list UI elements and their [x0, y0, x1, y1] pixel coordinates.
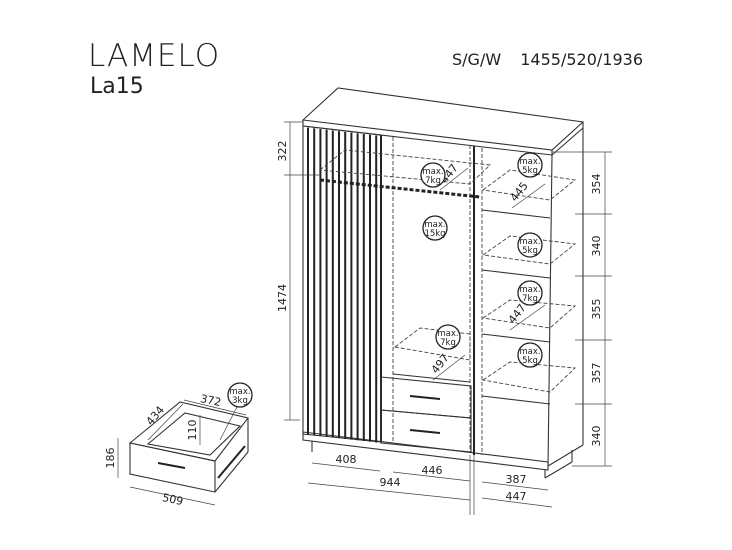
model-code: La15: [90, 74, 144, 99]
load-kg-value: 5kg: [522, 166, 538, 176]
load-badge: max.15kg: [422, 215, 448, 241]
load-badge: max.5kg: [517, 152, 543, 178]
dims-label: S/G/W: [452, 50, 502, 69]
load-badge: max.7kg: [435, 324, 461, 350]
dim-354: 354: [590, 174, 603, 195]
load-badge: max.5kg: [517, 342, 543, 368]
load-max-label: max.: [424, 220, 445, 230]
dim-387: 387: [506, 473, 527, 486]
drawer-handle-2: [409, 429, 441, 434]
load-kg-value: 7kg: [440, 338, 456, 348]
dim-322: 322: [276, 141, 289, 162]
dim-340-a: 340: [590, 236, 603, 257]
load-max-label: max.: [422, 167, 443, 177]
drawer-handle-1: [409, 395, 441, 400]
hanging-rail: [319, 178, 481, 199]
right-dimensions: 354 340 355 357 340: [552, 151, 612, 467]
lamella-door: [302, 125, 382, 443]
drawer-load-badge: max. 3kg: [227, 382, 253, 408]
dim-1474: 1474: [276, 284, 289, 312]
drawer-handle: [157, 462, 186, 469]
dim-497: 497: [429, 352, 452, 377]
bottom-dimensions: 408 446 944 387 447: [307, 453, 553, 515]
dim-509: 509: [161, 491, 184, 508]
dim-355: 355: [590, 299, 603, 320]
middle-drawer-2: [380, 409, 472, 453]
load-kg-value: 7kg: [425, 176, 441, 186]
load-kg-value: 5kg: [522, 356, 538, 366]
dim-446: 446: [422, 464, 443, 477]
dim-186: 186: [104, 448, 117, 469]
load-kg-value: 5kg: [522, 246, 538, 256]
load-kg-value: 15kg: [424, 229, 445, 239]
dim-357: 357: [590, 363, 603, 384]
load-badge: max.5kg: [517, 232, 543, 258]
dim-340-b: 340: [590, 426, 603, 447]
load-max-label: max.: [519, 157, 540, 167]
load-max-label: max.: [437, 329, 458, 339]
svg-text:3kg: 3kg: [232, 396, 248, 406]
load-max-label: max.: [519, 285, 540, 295]
dim-445: 445: [508, 180, 531, 205]
dim-372: 372: [199, 392, 222, 409]
load-max-label: max.: [519, 237, 540, 247]
dim-110: 110: [186, 420, 199, 441]
svg-text:max.: max.: [229, 387, 250, 397]
dim-408: 408: [336, 453, 357, 466]
overall-dimensions: S/G/W 1455/520/1936: [452, 50, 657, 69]
load-max-label: max.: [519, 347, 540, 357]
dim-447-shelf: 447: [506, 302, 529, 327]
product-name: LAMELO: [88, 38, 221, 74]
drawer-detail: 186 509 434 372 110 max. 3kg: [104, 382, 253, 508]
load-kg-value: 7kg: [522, 294, 538, 304]
dims-value: 1455/520/1936: [520, 50, 644, 69]
dim-447-depth: 447: [506, 490, 527, 503]
left-dimensions: 322 1474: [276, 121, 320, 421]
load-badge: max.7kg: [420, 162, 446, 188]
dim-944: 944: [380, 476, 401, 489]
wardrobe-body: [301, 87, 585, 479]
load-badge: max.7kg: [517, 280, 543, 306]
